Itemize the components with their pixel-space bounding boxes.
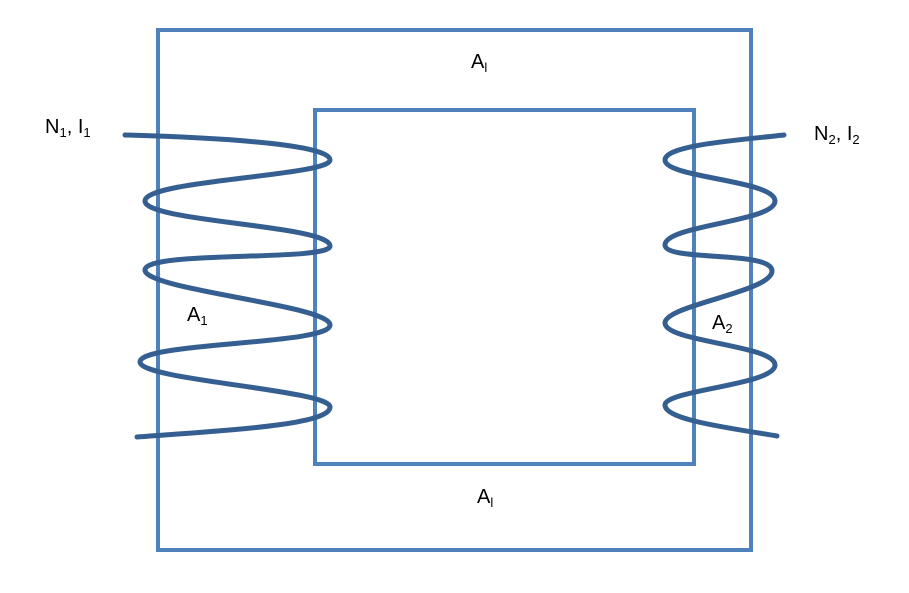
core-outer-outline	[156, 28, 753, 552]
primary-separator: ,	[67, 116, 78, 138]
primary-turns-symbol: N	[45, 116, 59, 138]
bottom-yoke-area-symbol: A	[477, 486, 491, 508]
primary-turns-subscript: 1	[59, 125, 66, 140]
top-yoke-area-subscript: l	[484, 60, 487, 75]
secondary-current-symbol: I	[847, 123, 853, 145]
primary-winding-coil	[122, 132, 333, 440]
left-limb-area-subscript: 1	[200, 313, 207, 328]
bottom-yoke-area-label: Al	[477, 486, 493, 510]
right-limb-area-symbol: A	[712, 312, 726, 334]
right-limb-area-label: A2	[712, 312, 733, 336]
secondary-winding-label: N2, I2	[814, 123, 860, 147]
bottom-yoke-area-subscript: l	[490, 495, 493, 510]
left-limb-area-symbol: A	[187, 304, 201, 326]
secondary-turns-subscript: 2	[828, 132, 835, 147]
primary-current-symbol: I	[78, 116, 84, 138]
top-yoke-area-label: Al	[471, 51, 487, 75]
secondary-winding-coil	[662, 132, 787, 439]
top-yoke-area-symbol: A	[471, 51, 485, 73]
right-limb-area-subscript: 2	[725, 321, 732, 336]
secondary-current-subscript: 2	[852, 132, 859, 147]
left-limb-area-label: A1	[187, 304, 208, 328]
primary-current-subscript: 1	[83, 125, 90, 140]
primary-winding-label: N1, I1	[45, 116, 91, 140]
core-inner-window	[313, 108, 696, 466]
secondary-turns-symbol: N	[814, 123, 828, 145]
secondary-separator: ,	[836, 123, 847, 145]
